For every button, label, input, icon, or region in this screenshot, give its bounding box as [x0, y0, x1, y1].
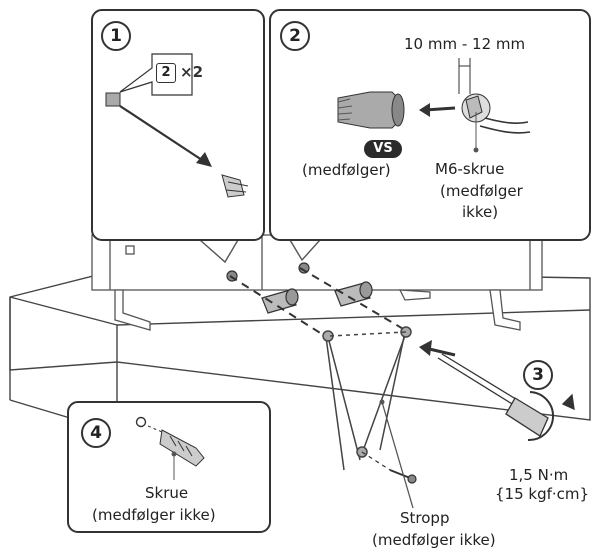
panel-4-artwork [67, 401, 271, 533]
strap-anchor-screw [361, 451, 417, 484]
strap-cords [322, 326, 412, 471]
m6-screw-note-2: ikke) [462, 203, 499, 221]
panel-number-1: 1 [101, 21, 131, 51]
tv-feet [114, 289, 521, 331]
insert-arrow [419, 340, 456, 357]
callout-count: ×2 [180, 63, 204, 81]
panel-number-4: 4 [81, 418, 111, 448]
torque-value-kgf: {15 kgf·cm} [495, 485, 590, 503]
screw-label: Skrue [145, 484, 189, 502]
callout-icon-number: 2 [156, 63, 176, 83]
spacer-note: (medfølger) [302, 161, 391, 179]
wall-spacers [226, 262, 373, 314]
screw-note: (medfølger ikke) [92, 506, 216, 524]
strap-note: (medfølger ikke) [372, 531, 496, 549]
measurement-label: 10 mm - 12 mm [404, 35, 526, 53]
torque-value: 1,5 N·m [509, 466, 569, 484]
panel-number-2: 2 [280, 21, 310, 51]
strap-pointer [381, 401, 414, 509]
dashed-assembly-lines [229, 267, 406, 337]
m6-screw-label: M6-skrue [435, 160, 505, 178]
strap-label: Stropp [400, 509, 450, 527]
strap-pointer-dot [379, 399, 385, 405]
step-number-3: 3 [523, 360, 553, 390]
vs-badge: VS [364, 140, 402, 158]
screwdriver [437, 353, 575, 442]
m6-screw-note-1: (medfølger [440, 182, 523, 200]
panel-2-artwork [269, 9, 591, 241]
